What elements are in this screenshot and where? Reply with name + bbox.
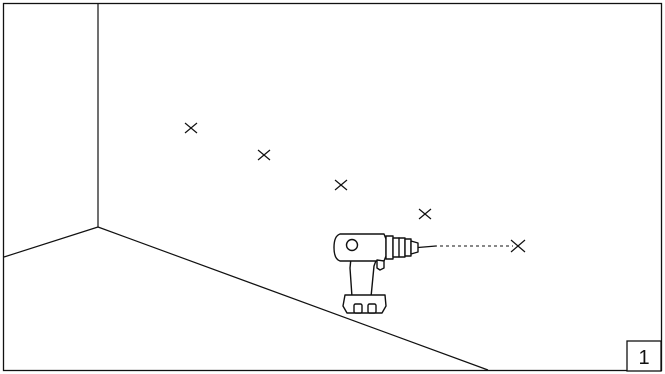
floor-wall-edge-line <box>97 226 489 371</box>
drill-handle <box>349 257 378 298</box>
cross-mark-icon <box>418 208 432 220</box>
step-number-box: 1 <box>626 340 662 372</box>
room-lines <box>3 4 489 371</box>
drill-body <box>333 233 387 262</box>
cross-marks <box>184 122 526 253</box>
cross-mark-icon <box>334 179 348 191</box>
drill-battery <box>342 294 387 314</box>
cross-mark-icon <box>257 149 271 161</box>
cross-mark-icon <box>184 122 198 134</box>
drill-trigger <box>376 259 385 271</box>
left-floor-line <box>3 226 99 258</box>
drill-motor-vent <box>345 238 359 252</box>
drill-icon <box>333 233 437 314</box>
step-number: 1 <box>638 347 649 369</box>
drill-bit <box>417 245 437 249</box>
cross-mark-icon <box>510 239 526 253</box>
